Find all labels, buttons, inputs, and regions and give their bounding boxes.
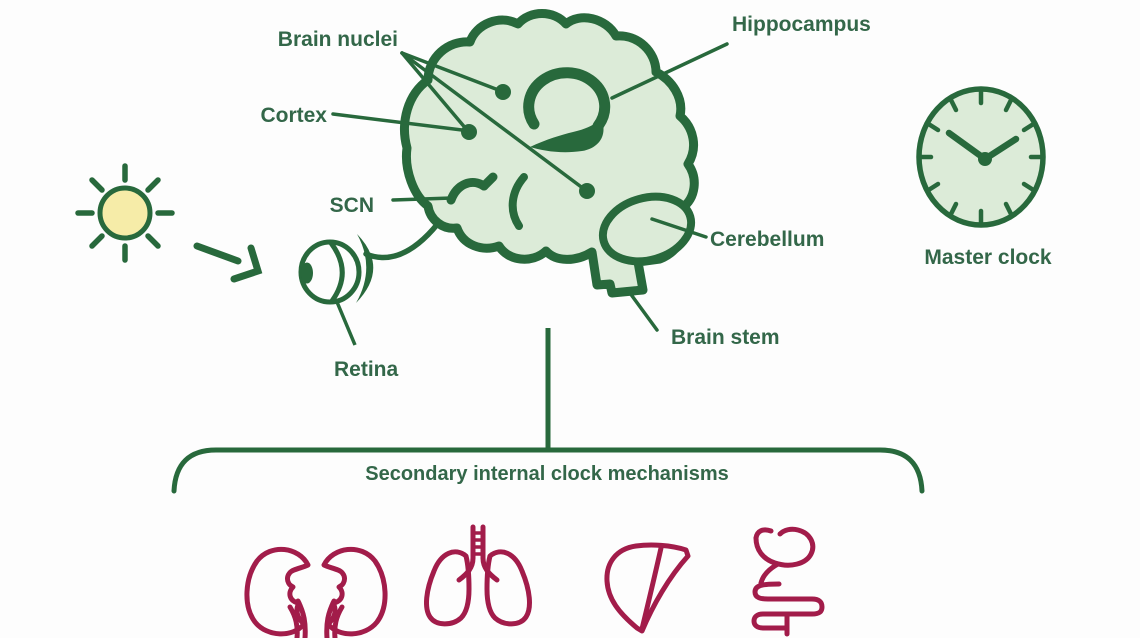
cortex-label: Cortex (260, 104, 327, 127)
brain-fold (508, 173, 528, 230)
clock-icon (916, 86, 1046, 228)
hippocampus-tail (530, 118, 604, 153)
retina-label: Retina (334, 358, 399, 381)
sun-icon (75, 163, 175, 263)
liver-icon (604, 542, 691, 634)
cerebellum-lobe (598, 192, 696, 266)
stomach-intestines-icon (751, 526, 825, 637)
hippocampus-shape (523, 67, 611, 132)
secondary-mechanisms-label: Secondary internal clock mechanisms (365, 463, 729, 485)
cerebellum-label: Cerebellum (710, 228, 825, 251)
bracket (171, 447, 925, 494)
brain-nuclei-label: Brain nuclei (277, 28, 398, 51)
daylight-arrow-icon (193, 242, 263, 283)
nucleus-dot (495, 84, 511, 100)
lungs-icon (424, 524, 532, 627)
retina-pointer-line (335, 301, 357, 346)
scn-label: SCN (329, 194, 374, 217)
hippocampus-label: Hippocampus (732, 13, 871, 36)
scn-shape (446, 172, 498, 205)
master-clock-label: Master clock (924, 246, 1052, 269)
kidneys-icon (244, 546, 388, 638)
brain-stem-label: Brain stem (671, 326, 780, 349)
brain-icon (400, 9, 699, 298)
pointer-lines (331, 42, 729, 332)
